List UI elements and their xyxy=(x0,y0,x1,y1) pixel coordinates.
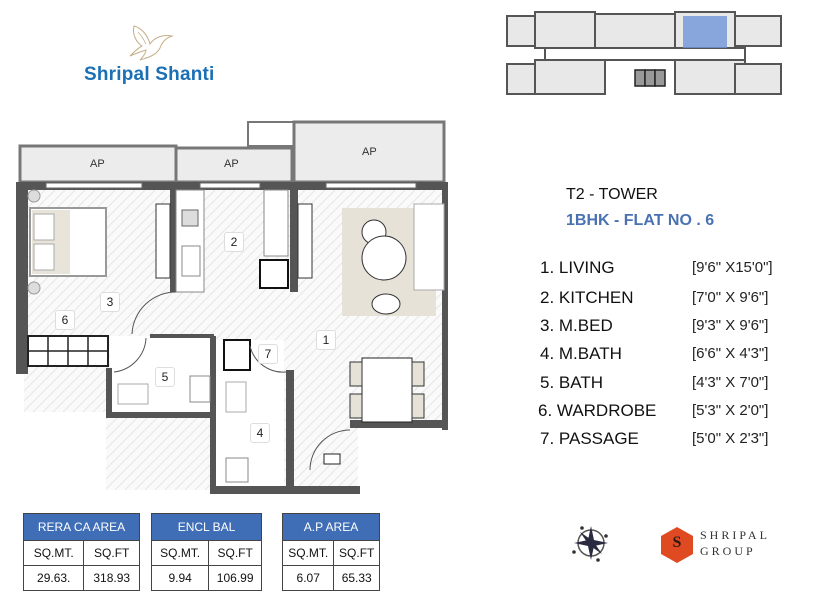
room-name: 4. M.BATH xyxy=(540,344,622,363)
room-name: 5. BATH xyxy=(540,373,603,392)
balcony-label: AP xyxy=(362,146,377,158)
table-cell: 106.99 xyxy=(208,565,262,591)
table-title: ENCL BAL xyxy=(151,513,262,541)
room-number-3: 3 xyxy=(100,292,120,312)
col-header: SQ.FT xyxy=(83,540,140,566)
table-cell: 29.63. xyxy=(22,565,85,591)
col-header: SQ.MT. xyxy=(150,540,210,566)
col-header: SQ.FT xyxy=(208,540,262,566)
room-number-5: 5 xyxy=(155,367,175,387)
table-cell: 6.07 xyxy=(281,565,335,591)
room-dimension: [9'6" X15'0"] xyxy=(692,259,773,276)
tower-label: T2 - TOWER xyxy=(566,186,658,203)
room-row: 5. BATH [4'3" X 7'0"] xyxy=(540,373,820,397)
flat-label: 1BHK - FLAT NO . 6 xyxy=(566,212,715,229)
room-dimension: [7'0" X 9'6"] xyxy=(692,289,769,306)
floor-plan-drawing xyxy=(16,120,448,494)
room-number-2: 2 xyxy=(224,232,244,252)
table-cell: 9.94 xyxy=(150,565,210,591)
hexagon-logo-icon xyxy=(661,527,693,563)
rera-area-table: RERA CA AREA SQ.MT.SQ.FT 29.63.318.93 xyxy=(22,513,140,591)
room-row: 7. PASSAGE [5'0" X 2'3"] xyxy=(540,429,820,453)
balcony-label: AP xyxy=(90,158,105,170)
room-row: 4. M.BATH [6'6" X 4'3"] xyxy=(540,344,820,368)
room-name: 7. PASSAGE xyxy=(540,429,639,448)
room-number-7: 7 xyxy=(258,344,278,364)
compass-rose-icon xyxy=(566,520,616,566)
room-row: 3. M.BED [9'3" X 9'6"] xyxy=(540,316,820,340)
room-number-1: 1 xyxy=(316,330,336,350)
room-dimension: [5'0" X 2'3"] xyxy=(692,430,769,447)
room-dimension: [6'6" X 4'3"] xyxy=(692,345,769,362)
table-cell: 65.33 xyxy=(333,565,380,591)
group-logo-letter: S xyxy=(672,534,682,551)
col-header: SQ.FT xyxy=(333,540,380,566)
table-title: A.P AREA xyxy=(282,513,380,541)
shripal-group-logo: S SHRIPAL GROUP xyxy=(660,526,790,563)
dove-icon xyxy=(129,25,174,61)
room-name: 3. M.BED xyxy=(540,316,613,335)
col-header: SQ.MT. xyxy=(281,540,335,566)
col-header: SQ.MT. xyxy=(22,540,85,566)
room-name: 1. LIVING xyxy=(540,258,615,277)
room-dimension: [9'3" X 9'6"] xyxy=(692,317,769,334)
room-number-4: 4 xyxy=(250,423,270,443)
room-dimension: [4'3" X 7'0"] xyxy=(692,374,769,391)
room-name: 2. KITCHEN xyxy=(540,288,634,307)
key-plan-diagram xyxy=(505,8,785,98)
room-row: 1. LIVING [9'6" X15'0"] xyxy=(540,258,820,282)
room-row: 2. KITCHEN [7'0" X 9'6"] xyxy=(540,288,820,312)
project-logo xyxy=(84,20,224,90)
room-dimension: [5'3" X 2'0"] xyxy=(692,402,769,419)
room-name: 6. WARDROBE xyxy=(538,401,657,420)
group-name-line1: SHRIPAL xyxy=(700,528,770,542)
room-row: 6. WARDROBE [5'3" X 2'0"] xyxy=(538,401,820,425)
project-name: Shripal Shanti xyxy=(84,64,215,85)
group-name-line2: GROUP xyxy=(700,544,756,558)
balcony-label: AP xyxy=(224,158,239,170)
table-title: RERA CA AREA xyxy=(23,513,140,541)
table-cell: 318.93 xyxy=(83,565,140,591)
floor-plan: AP AP AP 1 2 3 4 5 6 7 xyxy=(10,120,460,500)
room-number-6: 6 xyxy=(55,310,75,330)
